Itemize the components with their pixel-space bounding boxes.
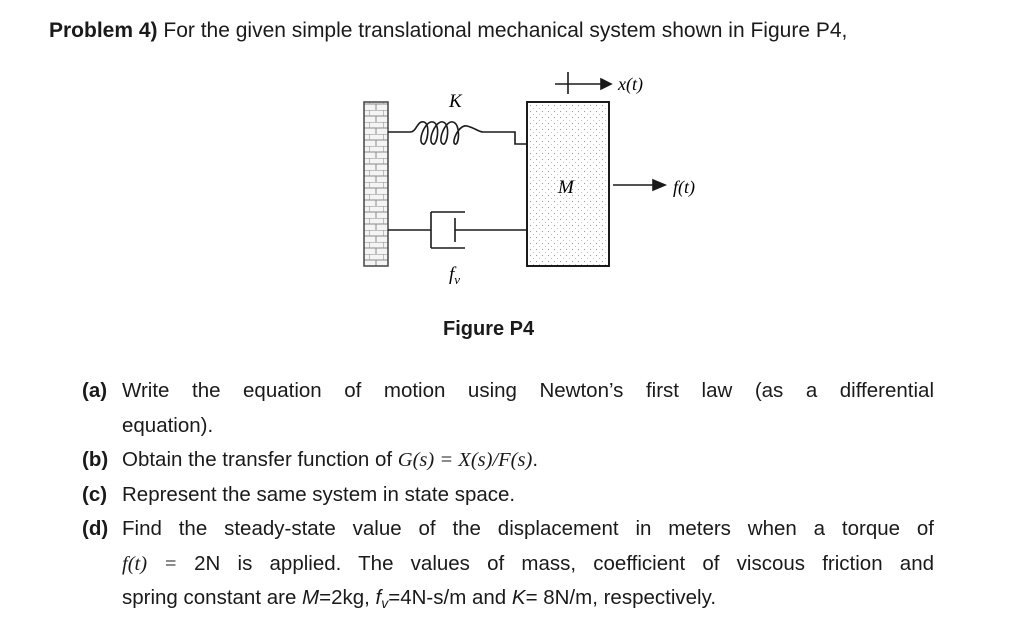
force-arrow bbox=[613, 178, 668, 192]
friction-value: =4N-s/m and bbox=[388, 586, 512, 609]
part-b-end: . bbox=[532, 448, 539, 471]
friction-subscript: v bbox=[381, 595, 389, 611]
part-d-text-line1: Find the steady-state value of the displ… bbox=[122, 517, 934, 540]
force-expression: f(t) = bbox=[122, 552, 195, 575]
mass-block bbox=[526, 101, 610, 267]
damper bbox=[388, 211, 527, 249]
wall bbox=[363, 101, 389, 267]
spring bbox=[388, 121, 527, 145]
part-label: (d) bbox=[82, 517, 109, 540]
spring-symbol: K bbox=[511, 586, 526, 609]
transfer-function-expression: G(s) = X(s)/F(s) bbox=[397, 449, 533, 471]
part-a-text-line2: equation). bbox=[122, 413, 214, 437]
problem-heading: Problem 4) For the given simple translat… bbox=[49, 16, 847, 46]
part-label: (a) bbox=[82, 379, 108, 402]
figure-p4: K M x(t) f(t) fv bbox=[355, 62, 725, 294]
damper-label: fv bbox=[449, 264, 460, 287]
line3-pre: spring constant are bbox=[122, 586, 303, 609]
spring-label: K bbox=[448, 91, 463, 112]
mechanical-system-diagram: K M x(t) f(t) fv bbox=[363, 72, 695, 287]
force-label: f(t) bbox=[673, 177, 695, 198]
displacement-arrow bbox=[555, 72, 613, 94]
mass-label: M bbox=[557, 177, 575, 198]
part-b-text: Obtain the transfer function of bbox=[122, 448, 393, 471]
displacement-label: x(t) bbox=[617, 74, 643, 95]
damper-label-main: f bbox=[449, 264, 457, 285]
mass-symbol: M bbox=[302, 586, 320, 609]
problem-intro: For the given simple translational mecha… bbox=[163, 19, 848, 42]
part-d: (d) Find the steady-state value of the d… bbox=[82, 512, 934, 621]
spring-value: = 8N/m, respectively. bbox=[525, 586, 717, 609]
part-d-line2-text: 2N is applied. The values of mass, coeff… bbox=[194, 551, 934, 575]
part-b: (b) Obtain the transfer function of G(s)… bbox=[82, 443, 934, 478]
mass-value: =2kg, bbox=[319, 586, 376, 609]
question-parts: (a) Write the equation of motion using N… bbox=[82, 374, 934, 621]
part-c: (c) Represent the same system in state s… bbox=[82, 478, 934, 513]
part-label: (b) bbox=[82, 448, 109, 471]
part-c-text: Represent the same system in state space… bbox=[122, 482, 516, 506]
part-label: (c) bbox=[82, 482, 108, 506]
problem-label: Problem 4) bbox=[49, 19, 158, 42]
part-a: (a) Write the equation of motion using N… bbox=[82, 374, 934, 443]
figure-caption: Figure P4 bbox=[443, 318, 535, 340]
part-d-text-line3: spring constant are M=2kg, fv=4N-s/m and… bbox=[122, 586, 717, 611]
damper-label-subscript: v bbox=[454, 272, 460, 287]
part-a-text-line1: Write the equation of motion using Newto… bbox=[122, 379, 934, 402]
friction-symbol: f bbox=[375, 586, 382, 609]
part-d-text-line2: f(t) = 2N is applied. The values of mass… bbox=[122, 547, 934, 582]
